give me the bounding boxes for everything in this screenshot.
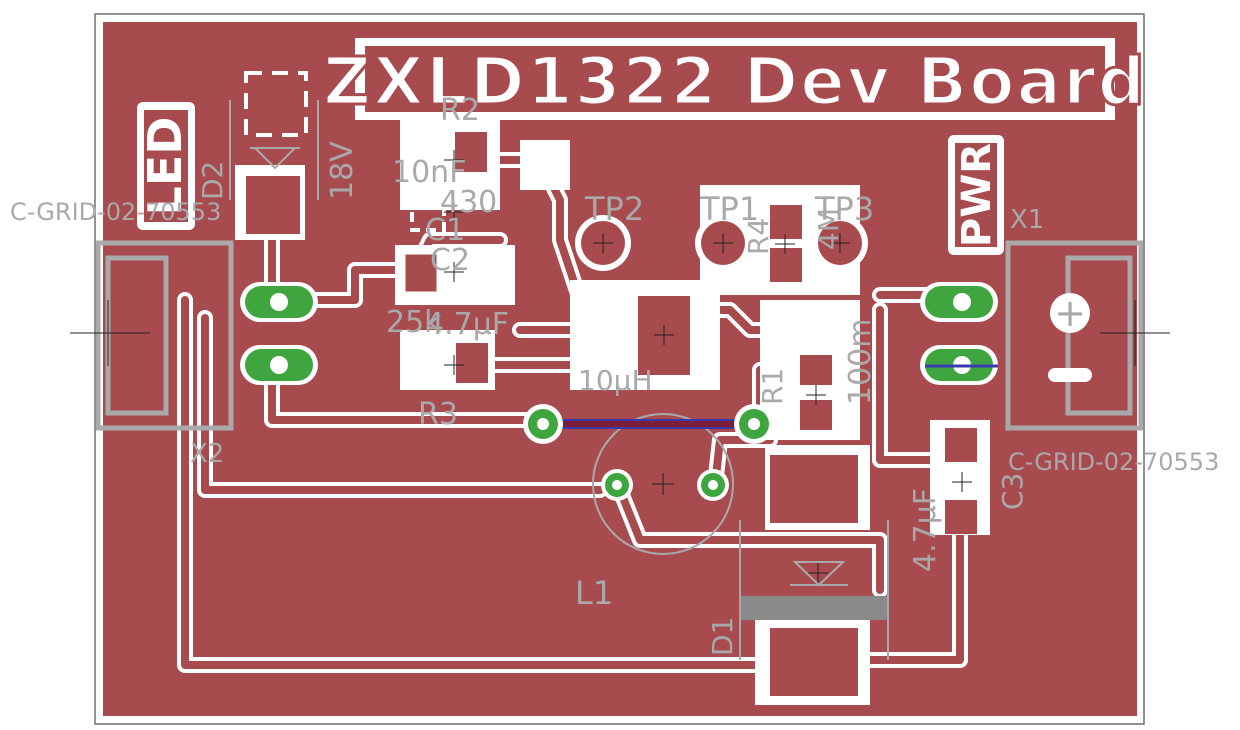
label-r4-val: 4M bbox=[812, 208, 845, 250]
label-c1-val: 10nF bbox=[392, 155, 466, 190]
label-tp1: TP1 bbox=[699, 190, 759, 228]
connector-x1 bbox=[1005, 240, 1144, 431]
inductor-l1 bbox=[592, 413, 734, 555]
diode-d1 bbox=[739, 520, 889, 660]
component-origins bbox=[444, 150, 972, 583]
plus-mark-clearance bbox=[1050, 293, 1090, 333]
traces bbox=[181, 156, 964, 669]
label-l1-val: 10µH bbox=[578, 364, 653, 397]
minus-mark-clearance bbox=[1048, 368, 1092, 382]
label-x1: X1 bbox=[1010, 205, 1044, 235]
label-tp3: TP3 bbox=[814, 190, 874, 228]
pwr-label-knockout bbox=[955, 143, 997, 247]
label-x2: X2 bbox=[190, 439, 224, 469]
label-c2-val: 4.7µF bbox=[425, 307, 509, 342]
led-label: LED bbox=[138, 117, 192, 216]
led-label-knockout bbox=[144, 110, 188, 222]
diode-d2 bbox=[229, 71, 319, 234]
label-r1: R1 bbox=[756, 368, 789, 405]
label-r3-val: 25k bbox=[386, 305, 442, 340]
label-c3-val: 4.7µF bbox=[908, 488, 943, 572]
vias bbox=[523, 404, 774, 444]
label-r2-val: 430 bbox=[440, 185, 497, 220]
label-d1: D1 bbox=[706, 617, 739, 656]
label-d2: D2 bbox=[196, 161, 229, 200]
label-r3: R3 bbox=[418, 397, 458, 432]
smd-pads bbox=[402, 130, 977, 696]
label-c3: C3 bbox=[996, 473, 1029, 510]
pwr-label: PWR bbox=[954, 143, 1000, 247]
label-d2-val: 18V bbox=[325, 141, 360, 200]
label-c1: C1 bbox=[425, 213, 465, 248]
plus-sign: + bbox=[1054, 291, 1086, 335]
ic-u1 bbox=[612, 288, 716, 383]
board-title: ZXLD1322 Dev Board bbox=[323, 43, 1147, 120]
board-outline bbox=[94, 13, 1145, 725]
test-points bbox=[575, 215, 868, 271]
label-r4: R4 bbox=[742, 218, 775, 255]
title-knockout bbox=[365, 46, 1105, 112]
label-l1: L1 bbox=[575, 574, 613, 612]
label-r2: R2 bbox=[440, 93, 480, 128]
label-conn-left: C-GRID-02-70553 bbox=[10, 198, 221, 226]
label-c2: C2 bbox=[430, 243, 470, 278]
label-r1-val: 100m bbox=[843, 319, 878, 405]
label-conn-right: C-GRID-02-70553 bbox=[1008, 448, 1219, 476]
label-tp2: TP2 bbox=[584, 190, 644, 228]
